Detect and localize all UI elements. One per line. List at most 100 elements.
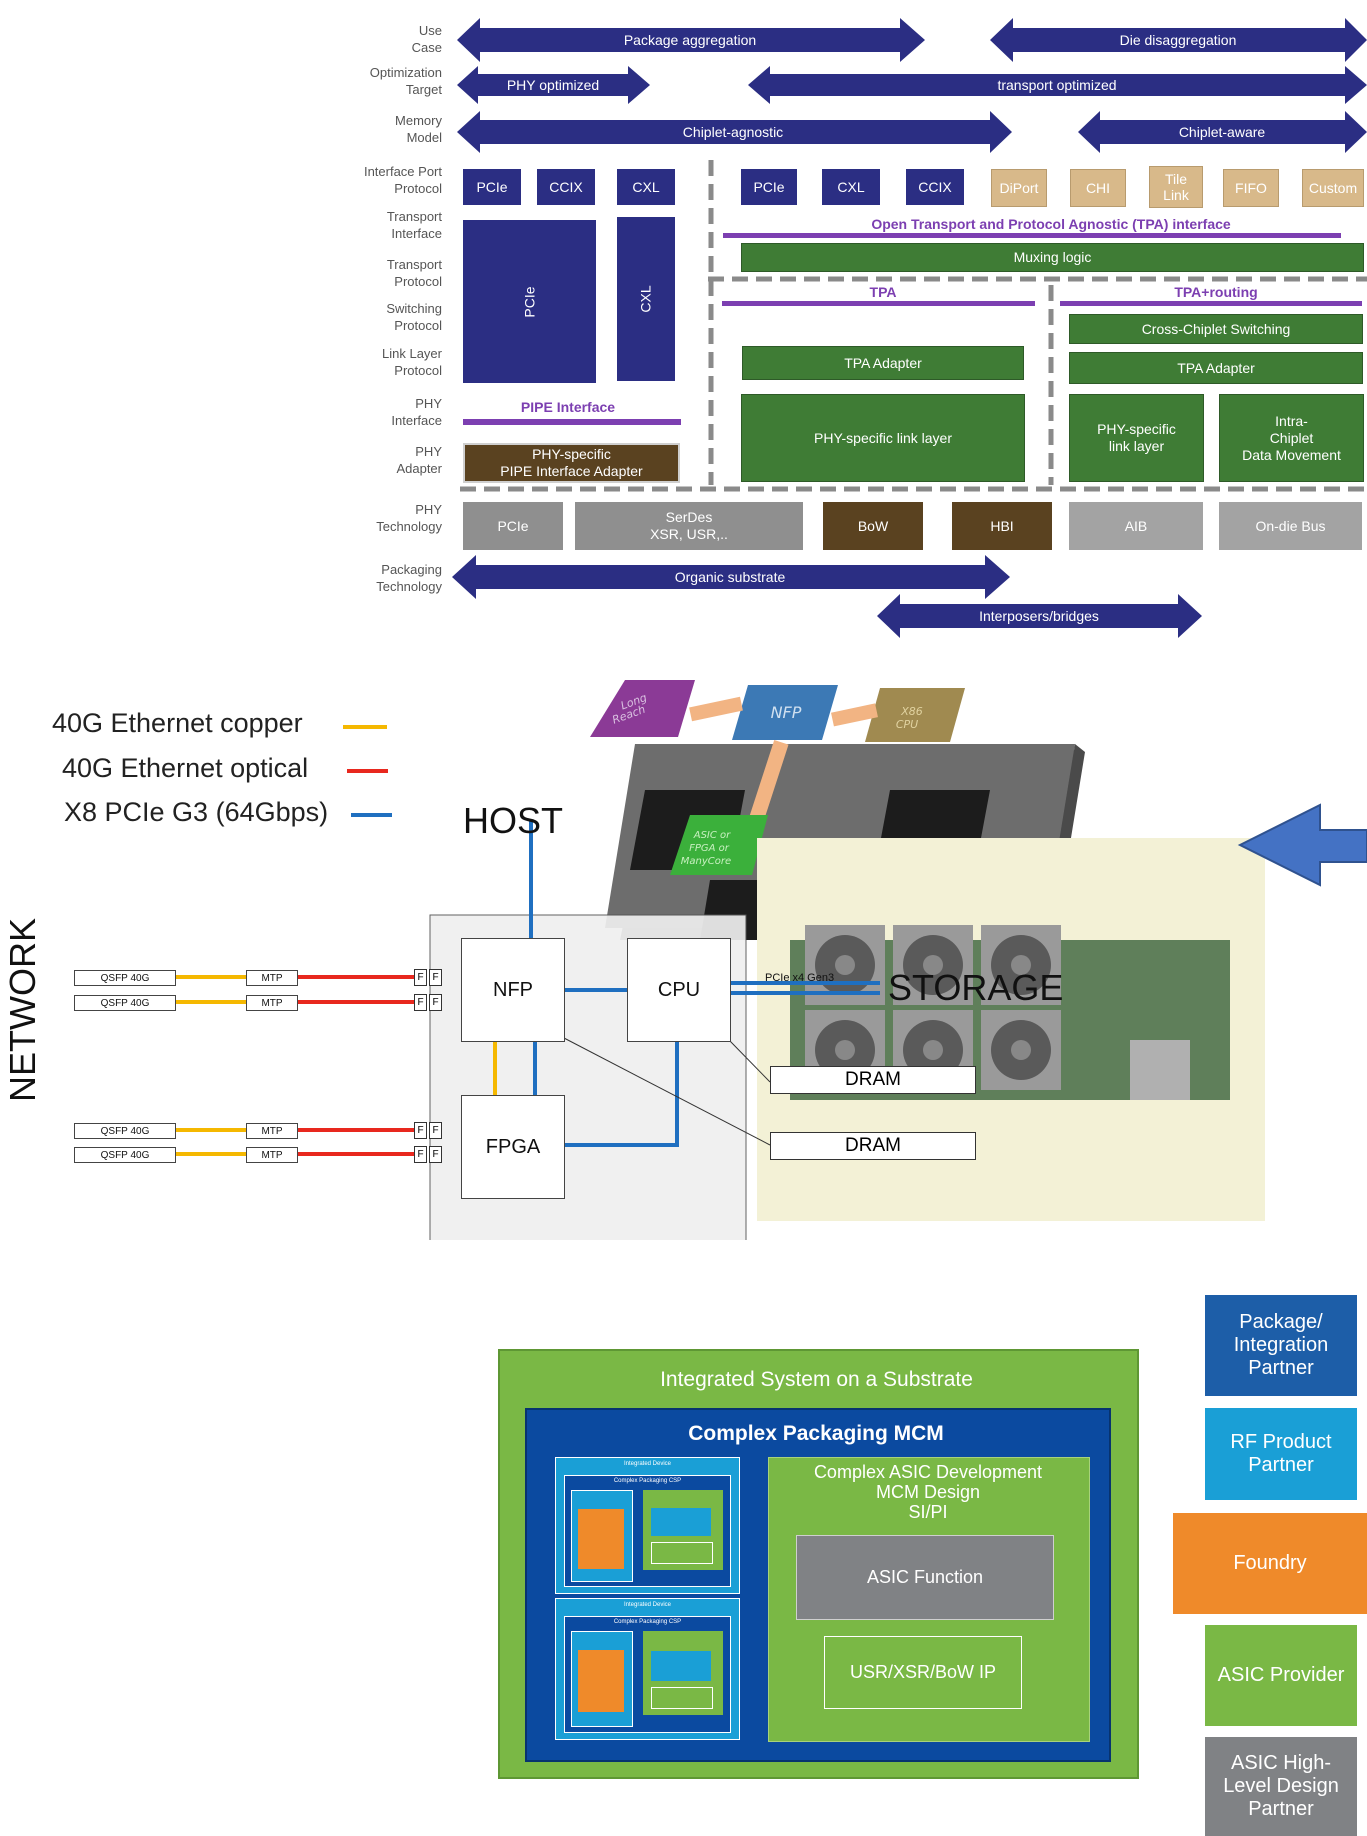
tpa-interface-line	[723, 233, 1341, 238]
row-label-phy-adapter: PHY Adapter	[396, 444, 442, 476]
tile-x86-cpu	[865, 688, 965, 742]
qsfp-port-2: QSFP 40G	[74, 995, 176, 1011]
legend-optical-label: 40G Ethernet optical	[62, 753, 309, 783]
substrate-title: Integrated System on a Substrate	[660, 1368, 973, 1391]
tpa-routing-line	[1060, 301, 1362, 306]
tan-protocol-tilelink: Tile Link	[1149, 166, 1203, 208]
row-label-transport-protocol: Transport Protocol	[386, 257, 442, 289]
ip-box: USR/XSR/BoW IP	[824, 1636, 1022, 1709]
row-label-transport-interface: Transport Interface	[386, 209, 442, 241]
phy-tech-bow: BoW	[823, 502, 923, 550]
tan-protocol-custom: Custom	[1302, 169, 1364, 207]
mid-protocol-pcie: PCIe	[741, 169, 797, 205]
pipe-interface-line	[463, 419, 681, 425]
tile-long-reach	[590, 680, 695, 737]
tile-nfp	[732, 685, 838, 740]
integrated-device-1-title: Integrated Device	[623, 1461, 672, 1467]
bridge-long-reach-nfp	[689, 696, 743, 722]
mid-protocol-cxl: CXL	[822, 169, 880, 205]
arrow-organic-substrate	[452, 555, 1010, 599]
phy-link-layer-box: PHY-specific link layer	[741, 394, 1025, 482]
f-connector-2b: F	[429, 994, 442, 1011]
f-connector-1b: F	[429, 969, 442, 986]
left-protocol-pcie: PCIe	[463, 169, 521, 205]
qsfp-port-4: QSFP 40G	[74, 1147, 176, 1163]
row-label-link-layer: Link Layer Protocol	[382, 346, 442, 378]
cpu-node: CPU	[627, 938, 731, 1042]
phy-tech-aib: AIB	[1069, 502, 1203, 550]
network-label: NETWORK	[2, 918, 43, 1102]
tile-asic-label-1: ASIC or	[693, 830, 731, 841]
legend-pcie-label: X8 PCIe G3 (64Gbps)	[64, 797, 329, 827]
tile-asic-label-2: FPGA or	[689, 843, 730, 854]
f-connector-4b: F	[429, 1146, 442, 1163]
fpga-node: FPGA	[461, 1095, 565, 1199]
tpa-line	[722, 301, 1035, 306]
tile-asic-label-3: ManyCore	[681, 856, 731, 867]
arrow-transport-optimized	[748, 66, 1367, 104]
qsfp-port-3: QSFP 40G	[74, 1123, 176, 1139]
row-label-packaging-technology: Packaging Technology	[376, 562, 442, 594]
arrow-chiplet-agnostic-label: Chiplet-agnostic	[683, 124, 783, 140]
left-tall-cxl: CXL	[617, 217, 675, 381]
partner-asic-high-level: ASIC High- Level Design Partner	[1205, 1737, 1357, 1836]
left-tall-pcie: PCIe	[463, 220, 596, 383]
tile-cpu-label: CPU	[896, 718, 918, 731]
arrow-die-disaggregation	[990, 18, 1367, 62]
big-blue-arrow	[1237, 803, 1367, 887]
tan-protocol-fifo: FIFO	[1223, 169, 1279, 207]
asic-function-box: ASIC Function	[796, 1535, 1054, 1620]
arrow-chiplet-agnostic	[457, 111, 1012, 153]
legend-copper-label: 40G Ethernet copper	[52, 708, 303, 738]
phy-tech-on-die-bus: On-die Bus	[1219, 502, 1362, 550]
arrow-interposers-bridges-label: Interposers/bridges	[979, 608, 1099, 624]
partner-foundry: Foundry	[1173, 1513, 1367, 1614]
tpa-interface-label: Open Transport and Protocol Agnostic (TP…	[871, 216, 1231, 232]
row-label-phy-interface: PHY Interface	[391, 396, 442, 428]
mtp-connector-2: MTP	[246, 995, 298, 1011]
qsfp-cage	[1130, 1040, 1190, 1100]
left-protocol-cxl: CXL	[617, 169, 675, 205]
arrow-phy-optimized-label: PHY optimized	[507, 77, 599, 93]
row-label-memory-model: Memory Model	[395, 113, 442, 145]
cross-chiplet-switching-box: Cross-Chiplet Switching	[1069, 314, 1363, 344]
tpa-label: TPA	[869, 284, 897, 300]
bridge-nfp-cpu	[831, 703, 878, 727]
arrow-die-disaggregation-label: Die disaggregation	[1120, 32, 1237, 48]
integrated-device-2-title: Integrated Device	[623, 1602, 672, 1608]
tpa-adapter-left-box: TPA Adapter	[742, 346, 1024, 380]
phy-tech-pcie: PCIe	[463, 502, 563, 550]
muxing-logic-box: Muxing logic	[741, 243, 1364, 272]
partner-asic-provider: ASIC Provider	[1205, 1625, 1357, 1726]
f-connector-3a: F	[414, 1122, 427, 1139]
tpa-adapter-right-box: TPA Adapter	[1069, 352, 1363, 384]
tile-asic-fpga	[670, 815, 768, 875]
mtp-connector-1: MTP	[246, 970, 298, 986]
mcm-title: Complex Packaging MCM	[688, 1422, 944, 1445]
mid-protocol-ccix: CCIX	[906, 169, 964, 205]
f-connector-3b: F	[429, 1122, 442, 1139]
tile-x86-label: X86	[900, 705, 923, 718]
row-label-switching-protocol: Switching Protocol	[386, 301, 442, 333]
csp-1-title: Complex Packaging CSP	[613, 1478, 682, 1484]
asic-dev-label: Complex ASIC Development MCM Design SI/P…	[813, 1462, 1043, 1522]
host-label: HOST	[463, 800, 564, 841]
dram-module-1: DRAM	[770, 1066, 976, 1094]
phy-tech-serdes: SerDes XSR, USR,..	[575, 502, 803, 550]
row-label-use-case: Use Case	[411, 23, 442, 55]
bridge-nfp-asic	[746, 740, 789, 831]
arrow-package-aggregation	[457, 18, 925, 62]
arrow-package-aggregation-label: Package aggregation	[624, 32, 756, 48]
row-label-optimization-target: Optimization Target	[369, 65, 442, 97]
arrow-phy-optimized	[457, 66, 650, 104]
f-connector-4a: F	[414, 1146, 427, 1163]
stack-arrows: Package aggregation Die disaggregation P…	[452, 18, 1367, 638]
arrow-interposers-bridges	[877, 594, 1202, 638]
phy-tech-hbi: HBI	[952, 502, 1052, 550]
storage-label: STORAGE	[888, 967, 1064, 1008]
partner-package-integration: Package/ Integration Partner	[1205, 1295, 1357, 1396]
integrated-device-1: Integrated Device Complex Packaging CSP	[555, 1457, 740, 1594]
arrow-chiplet-aware-label: Chiplet-aware	[1179, 124, 1266, 140]
phy-link-layer-right-box: PHY-specific link layer	[1069, 394, 1204, 482]
csp-2-title: Complex Packaging CSP	[613, 1619, 682, 1625]
